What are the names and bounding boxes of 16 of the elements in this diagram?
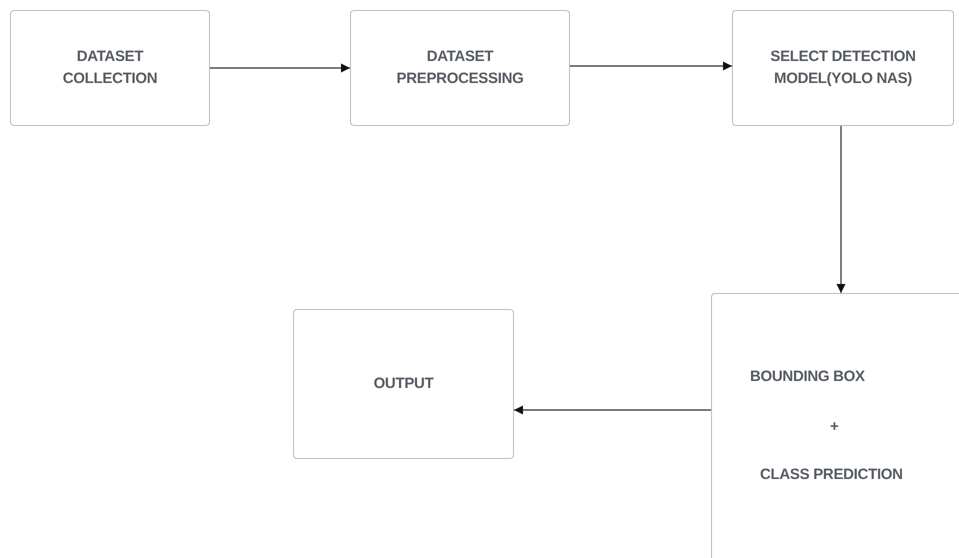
box-label: SELECT DETECTION MODEL(YOLO NAS) — [769, 47, 917, 89]
arrow — [514, 406, 711, 414]
arrow — [210, 64, 350, 72]
box-label: BOUNDING BOX — [750, 367, 865, 387]
box-label: DATASET PREPROCESSING — [396, 47, 524, 89]
arrow — [570, 62, 732, 70]
process-box — [350, 10, 570, 126]
process-box — [711, 293, 959, 558]
arrow — [836, 126, 846, 293]
process-box — [10, 10, 210, 126]
process-box — [293, 309, 514, 459]
box-label: + — [830, 417, 838, 437]
box-label: OUTPUT — [374, 374, 434, 394]
box-label: DATASET COLLECTION — [62, 47, 158, 89]
process-box — [732, 10, 954, 126]
box-label: CLASS PREDICTION — [760, 465, 903, 485]
